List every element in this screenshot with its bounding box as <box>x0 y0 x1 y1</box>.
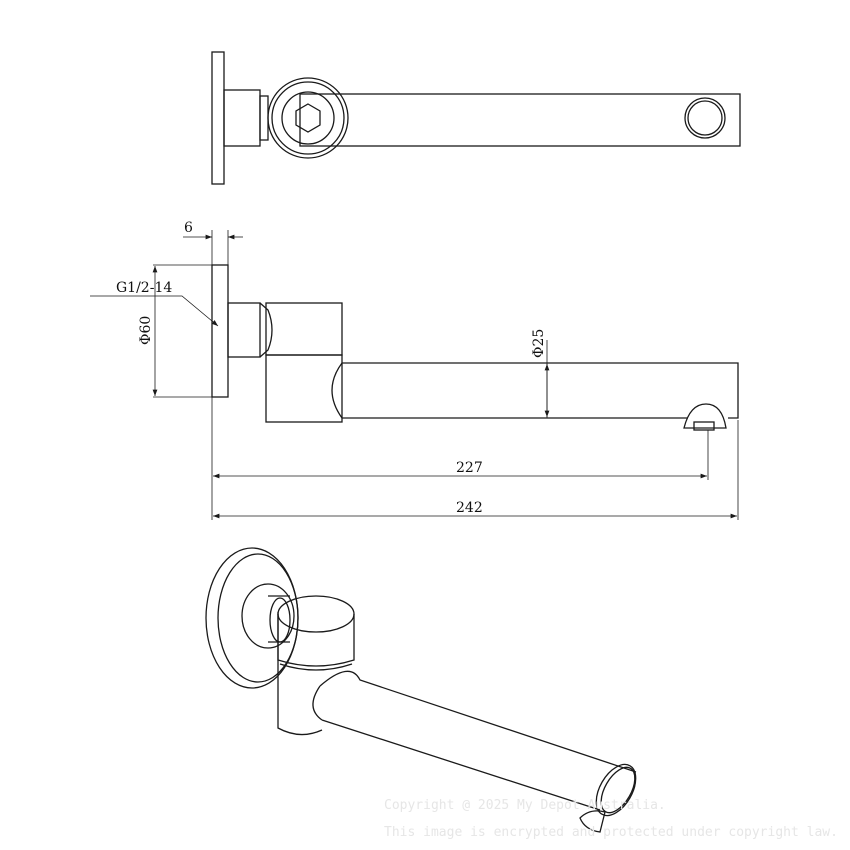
dim-thread: G1/2-14 <box>116 280 172 296</box>
dim-plate-thickness: 6 <box>184 220 193 236</box>
dim-plate-diameter: Φ60 <box>138 316 154 345</box>
dim-spout-diameter: Φ25 <box>531 329 547 358</box>
top-view <box>211 51 741 185</box>
watermark-line-2: This image is encrypted and protected un… <box>384 825 838 840</box>
isometric-view <box>205 547 637 833</box>
dim-outlet-reach: 227 <box>456 460 483 476</box>
dim-overall-length: 242 <box>456 500 483 516</box>
dimension-lines: 6 G1/2-14 Φ60 Φ25 227 242 <box>90 220 739 520</box>
side-view <box>211 230 739 520</box>
watermark-line-1: Copyright @ 2025 My Depot Australia. <box>384 798 666 813</box>
